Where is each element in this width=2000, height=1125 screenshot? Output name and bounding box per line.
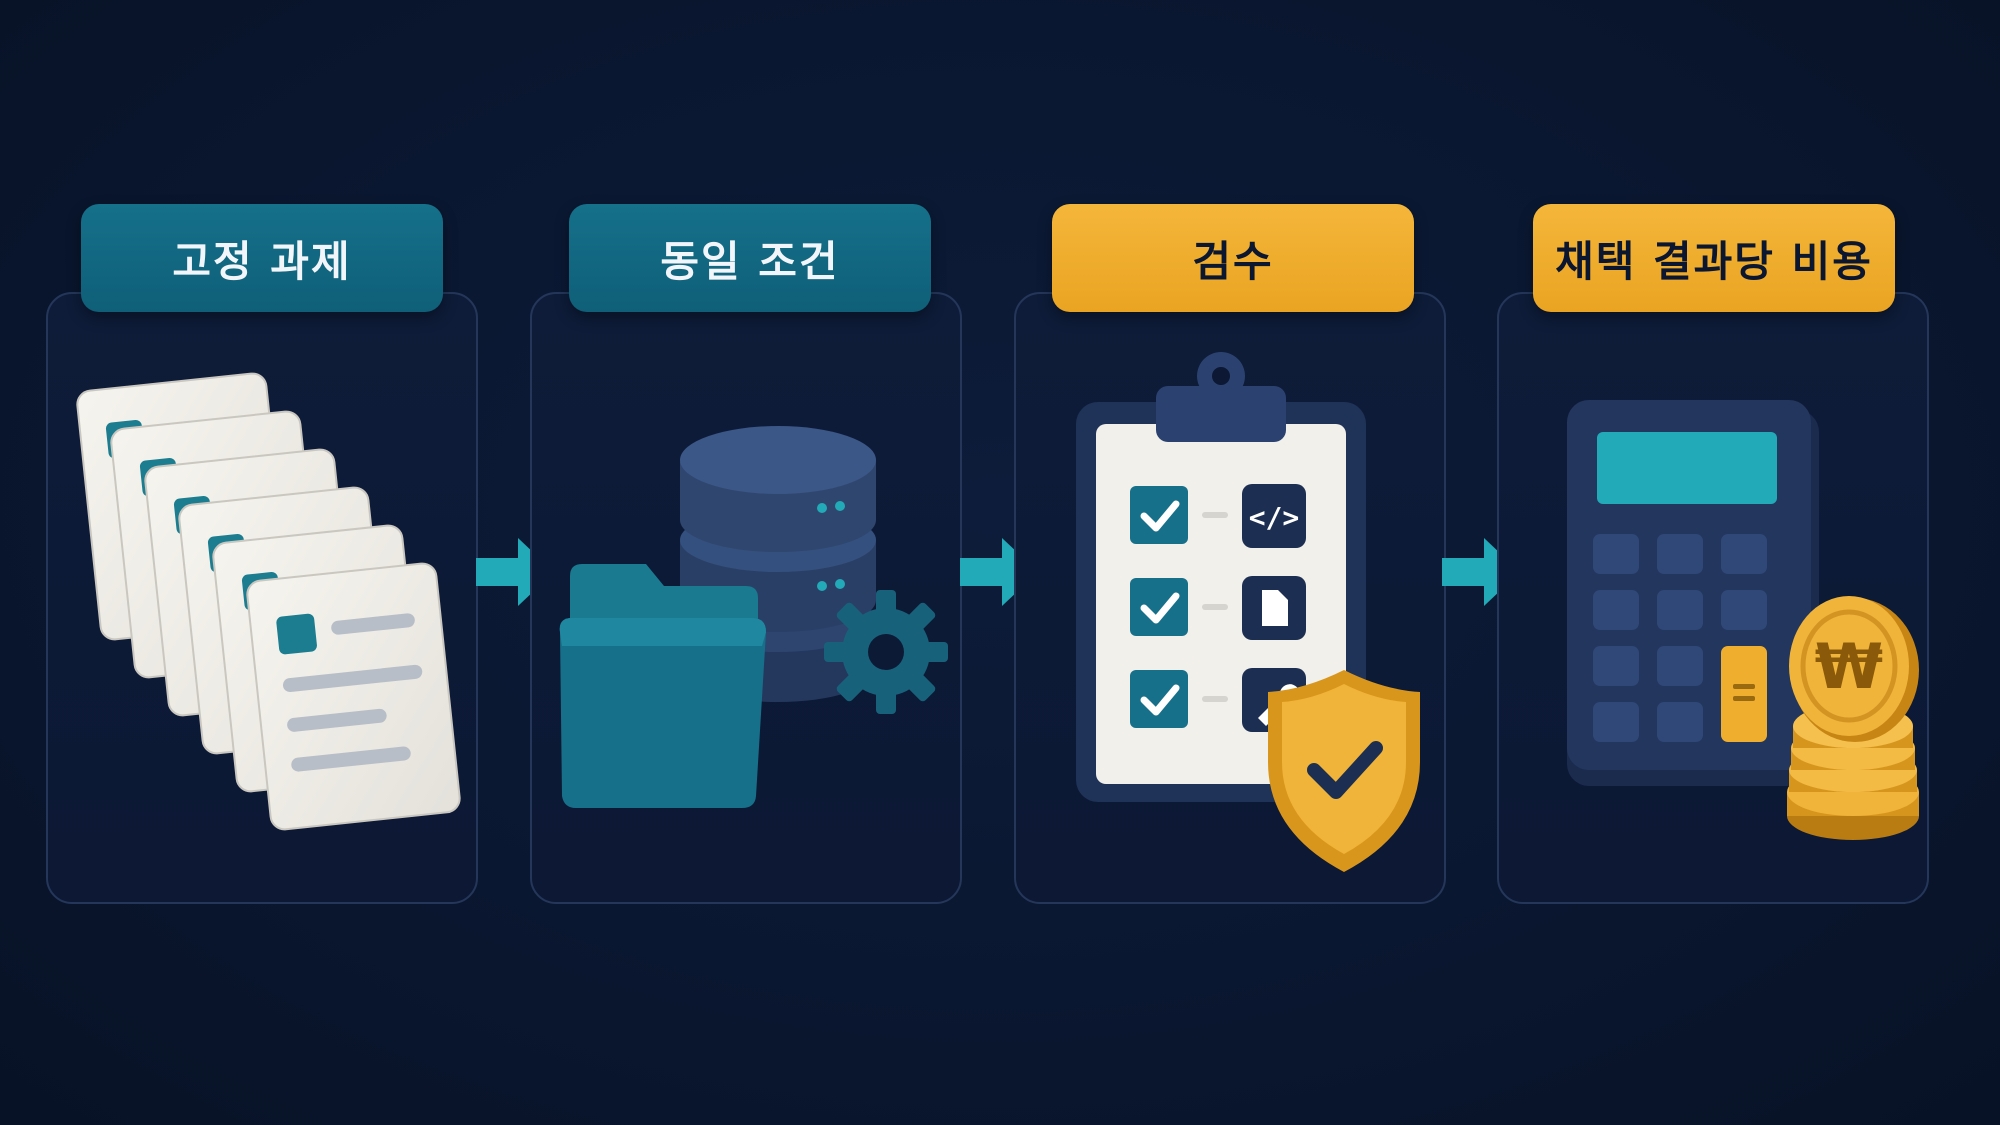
calculator-won-coins-icon: ₩ — [1567, 400, 1919, 840]
clipboard-checklist-shield-icon: </> — [1076, 352, 1420, 872]
svg-text:</>: </> — [1249, 501, 1300, 534]
stacked-documents-icon — [76, 372, 461, 831]
step-tag-cost-per-accepted-result: 채택 결과당 비용 — [1533, 204, 1895, 312]
step-tag-same-conditions: 동일 조건 — [569, 204, 931, 312]
won-symbol: ₩ — [1815, 630, 1883, 703]
step-tag-fixed-task: 고정 과제 — [81, 204, 443, 312]
step-tag-review: 검수 — [1052, 204, 1414, 312]
database-folder-gear-icon — [559, 426, 948, 808]
